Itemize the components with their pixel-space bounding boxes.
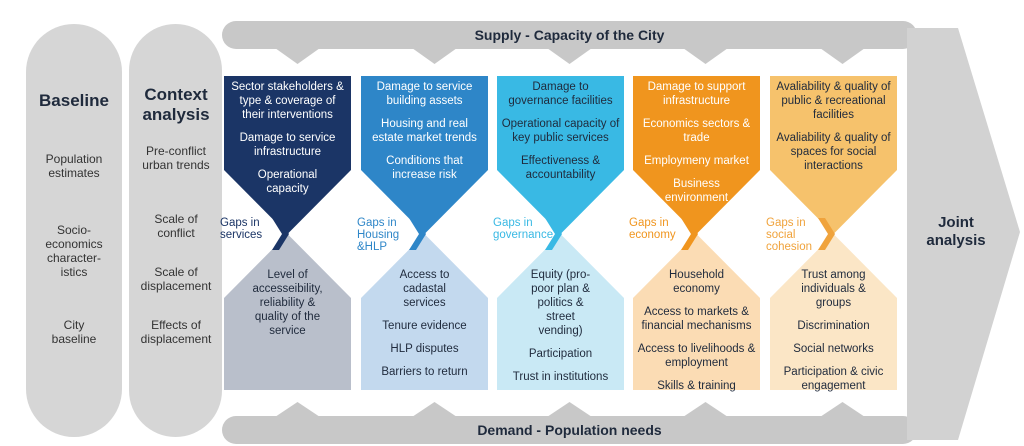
column-3-gap-arrow bbox=[545, 218, 562, 250]
column-1-gap-arrow bbox=[272, 218, 289, 250]
column-1-gap-label: Gaps in services bbox=[220, 217, 263, 241]
column-3-demand-item: Trust in institutions bbox=[512, 371, 609, 383]
baseline-item-city: City baseline bbox=[51, 318, 97, 346]
column-2-supply-item: Conditions that increase risk bbox=[386, 155, 463, 181]
column-4-supply-shape bbox=[633, 76, 760, 234]
column-5-demand-shape bbox=[770, 234, 897, 390]
supply-arrow-5 bbox=[820, 48, 865, 64]
column-3-demand-item: Equity (pro-poor plan & politics & stree… bbox=[530, 269, 591, 337]
demand-arrow-3 bbox=[547, 402, 592, 417]
column-4-supply-item: Employmeny market bbox=[644, 155, 749, 167]
baseline-item-socio: Socio-economics character-istics bbox=[45, 223, 103, 279]
column-5-gap-label: Gaps in social cohesion bbox=[766, 217, 813, 253]
supply-arrow-1 bbox=[275, 48, 320, 64]
demand-title: Demand - Population needs bbox=[477, 422, 662, 438]
supply-arrow-3 bbox=[547, 48, 592, 64]
column-1-supply-item: Damage to service infrastructure bbox=[239, 132, 336, 158]
column-4-gap-arrow bbox=[681, 218, 698, 250]
column-3-supply-shape bbox=[497, 76, 624, 234]
column-4-demand-item: Household economy bbox=[669, 269, 724, 295]
column-4-demand-shape bbox=[633, 234, 760, 390]
column-1-supply-item: Sector stakeholders & type & coverage of… bbox=[231, 81, 344, 121]
column-2-demand-shape bbox=[361, 234, 488, 390]
column-2-supply-item: Housing and real estate market trends bbox=[372, 118, 477, 144]
columns-layer bbox=[224, 76, 897, 390]
baseline-item-population: Population estimates bbox=[45, 152, 103, 180]
context-title: Context analysis bbox=[142, 85, 210, 124]
column-1-demand-item: Level of accesseibility, reliability & q… bbox=[252, 269, 323, 337]
column-3-supply-item: Damage to governance facilities bbox=[508, 81, 613, 107]
demand-banner bbox=[222, 402, 917, 444]
column-3-demand-item: Participation bbox=[528, 348, 593, 360]
column-2-gap-label: Gaps in Housing &HLP bbox=[357, 217, 400, 253]
column-5-gap-arrow bbox=[818, 218, 835, 250]
context-item-effects: Effects of displacement bbox=[140, 318, 212, 346]
column-4-gap-label: Gaps in economy bbox=[629, 217, 676, 241]
column-3-supply-item: Effectiveness & accountability bbox=[520, 155, 601, 181]
column-5-supply-text: Avaliability & quality of public & recre… bbox=[774, 80, 893, 182]
column-4-demand-item: Access to livelihoods & employment bbox=[637, 343, 756, 369]
column-4-demand-item: Access to markets & financial mechanisms bbox=[641, 306, 752, 332]
column-1-supply-shape bbox=[224, 76, 351, 234]
column-5-supply-shape bbox=[770, 76, 897, 234]
joint-analysis-label: Joint analysis bbox=[926, 214, 986, 249]
column-2-supply-shape bbox=[361, 76, 488, 234]
column-4-supply-item: Economics sectors & trade bbox=[642, 118, 751, 144]
column-2-demand-item: HLP disputes bbox=[390, 343, 459, 355]
column-2-demand-item: Access to cadastal services bbox=[399, 269, 450, 309]
demand-arrow-4 bbox=[683, 402, 728, 417]
demand-arrow-5 bbox=[820, 402, 865, 417]
column-3-supply-item: Operational capacity of key public servi… bbox=[501, 118, 620, 144]
context-pill bbox=[129, 24, 222, 437]
context-item-conflict: Scale of conflict bbox=[154, 212, 198, 240]
joint-analysis-arrow bbox=[907, 28, 1020, 440]
column-3-demand-shape bbox=[497, 234, 624, 390]
column-2-demand-item: Barriers to return bbox=[381, 366, 468, 378]
column-3-gap-label: Gaps in governance bbox=[493, 217, 554, 241]
column-5-demand-item: Participation & civic engagement bbox=[783, 366, 884, 392]
column-2-gap-arrow bbox=[409, 218, 426, 250]
column-3-demand-text: Equity (pro-poor plan & politics & stree… bbox=[501, 268, 620, 393]
baseline-pill bbox=[26, 24, 122, 437]
column-1-supply-text: Sector stakeholders & type & coverage of… bbox=[228, 80, 347, 205]
demand-arrow-1 bbox=[275, 402, 320, 417]
column-5-supply-item: Avaliability & quality of spaces for soc… bbox=[776, 132, 891, 172]
column-5-demand-item: Social networks bbox=[793, 343, 874, 355]
column-1-supply-item: Operational capacity bbox=[257, 169, 318, 195]
supply-title: Supply - Capacity of the City bbox=[474, 27, 665, 43]
demand-arrow-2 bbox=[412, 402, 457, 417]
supply-arrow-2 bbox=[412, 48, 457, 64]
column-2-supply-item: Damage to service building assets bbox=[376, 81, 473, 107]
column-5-supply-item: Avaliability & quality of public & recre… bbox=[776, 81, 891, 121]
column-4-supply-item: Business environment bbox=[664, 178, 729, 204]
column-4-supply-item: Damage to support infrastructure bbox=[647, 81, 746, 107]
context-item-displacement: Scale of displacement bbox=[140, 265, 212, 293]
column-1-demand-text: Level of accesseibility, reliability & q… bbox=[228, 268, 347, 347]
supply-banner bbox=[222, 21, 917, 64]
context-item-pre-conflict: Pre-conflict urban trends bbox=[142, 144, 210, 172]
gap-arrows-layer bbox=[272, 218, 835, 250]
column-5-demand-item: Trust among individuals & groups bbox=[801, 269, 866, 309]
column-4-demand-item: Skills & training bbox=[657, 380, 736, 392]
baseline-title: Baseline bbox=[39, 91, 109, 110]
supply-arrow-4 bbox=[683, 48, 728, 64]
column-2-demand-item: Tenure evidence bbox=[382, 320, 467, 332]
column-5-demand-item: Discrimination bbox=[797, 320, 870, 332]
column-1-demand-shape bbox=[224, 234, 351, 390]
